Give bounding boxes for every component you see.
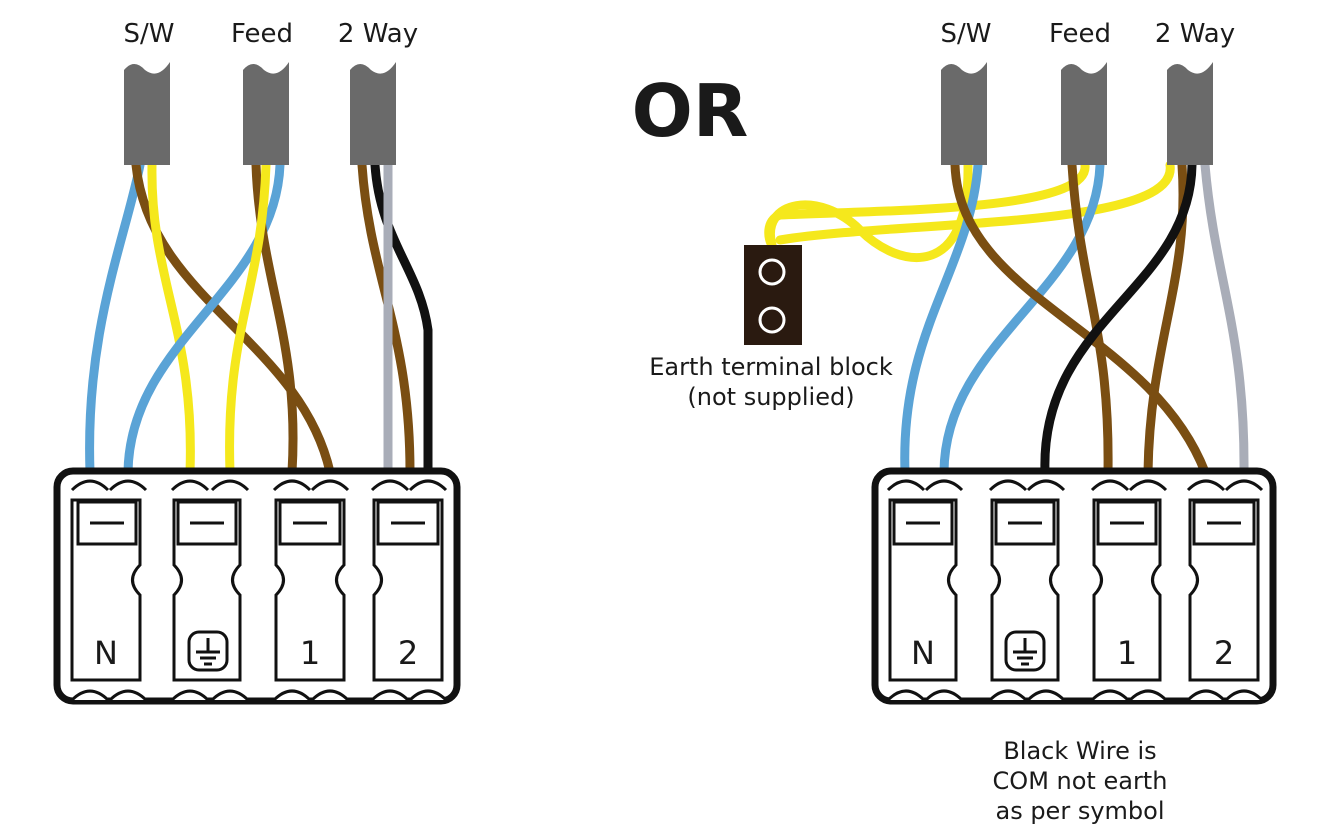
right-wires <box>764 160 1249 477</box>
right-slot-1: 1 <box>1092 498 1162 682</box>
earth-block-label-line2: (not supplied) <box>687 383 854 411</box>
right-wire-2way-yellow <box>775 160 1175 245</box>
left-cable-label-feed: Feed <box>231 19 293 49</box>
left-wire-sw-brown <box>131 160 335 477</box>
left-diagram: S/W Feed 2 Way <box>53 19 461 705</box>
right-wire-feed-blue <box>939 160 1105 477</box>
left-top-ports <box>70 479 448 492</box>
left-terminal-block: N 1 <box>53 467 461 705</box>
right-cable-label-sw: S/W <box>941 19 992 49</box>
left-sheath-2way <box>350 62 396 165</box>
right-terminal-label-n: N <box>911 634 935 672</box>
right-wire-2way-black <box>1040 160 1197 477</box>
earth-block-screw-1 <box>758 258 786 286</box>
right-note: Black Wire is COM not earth as per symbo… <box>993 737 1168 825</box>
right-terminal-label-2: 2 <box>1214 634 1234 672</box>
lever-n[interactable] <box>76 500 138 546</box>
left-block-body <box>53 467 461 705</box>
right-terminal-label-1: 1 <box>1117 634 1137 672</box>
earth-symbol-icon <box>187 630 229 672</box>
right-wire-sw-blue <box>900 160 983 477</box>
right-sheath-feed <box>1061 62 1107 165</box>
right-wire-feed-brown <box>1067 160 1113 477</box>
right-slot-2: 2 <box>1188 498 1260 682</box>
right-slot-n: N <box>888 498 958 682</box>
right-sheath-2way <box>1167 62 1213 165</box>
left-wire-sw-blue <box>85 160 145 477</box>
left-terminal-label-n: N <box>94 634 118 672</box>
left-sheath-sw <box>124 62 170 165</box>
right-wire-sw-brown <box>950 160 1210 477</box>
right-earth-symbol-icon <box>1004 630 1046 672</box>
right-top-ports <box>886 479 1264 492</box>
earth-terminal-block: Earth terminal block (not supplied) <box>649 245 893 411</box>
left-cable-label-2way: 2 Way <box>338 19 418 49</box>
right-block-body <box>871 467 1277 705</box>
earth-block-screw-2 <box>758 306 786 334</box>
earth-block-body <box>744 245 802 345</box>
right-wire-feed-yellow <box>764 160 1090 250</box>
right-terminal-block: N 1 <box>871 467 1277 705</box>
earth-block-label-line1: Earth terminal block <box>649 353 893 381</box>
lever-earth[interactable] <box>176 500 238 546</box>
right-cable-label-feed: Feed <box>1049 19 1111 49</box>
left-sheaths <box>124 62 396 165</box>
right-cable-label-2way: 2 Way <box>1155 19 1235 49</box>
note-line3: as per symbol <box>995 797 1164 825</box>
left-terminal-label-1: 1 <box>300 634 320 672</box>
right-diagram: S/W Feed 2 Way Earth terminal blo <box>649 19 1277 825</box>
right-sheath-sw <box>941 62 987 165</box>
right-sheaths <box>941 62 1213 165</box>
left-slot-earth <box>172 498 242 682</box>
left-slot-2: 2 <box>372 498 444 682</box>
left-wire-2way-black <box>370 160 433 477</box>
left-wire-sw-yellow <box>147 160 195 477</box>
left-wire-feed-yellow <box>225 160 271 477</box>
or-divider-label: OR <box>632 69 749 153</box>
left-wires <box>85 160 433 477</box>
left-terminal-label-2: 2 <box>398 634 418 672</box>
left-cable-label-sw: S/W <box>124 19 175 49</box>
left-slot-n: N <box>70 498 142 682</box>
note-line2: COM not earth <box>993 767 1168 795</box>
note-line1: Black Wire is <box>1003 737 1156 765</box>
right-wire-2way-grey <box>1200 160 1249 477</box>
right-bottom-ports <box>886 689 1264 702</box>
left-bottom-ports <box>70 689 448 702</box>
left-sheath-feed <box>243 62 289 165</box>
left-wire-feed-blue <box>123 160 285 477</box>
left-slot-1: 1 <box>274 498 346 682</box>
right-slot-earth <box>990 498 1060 682</box>
